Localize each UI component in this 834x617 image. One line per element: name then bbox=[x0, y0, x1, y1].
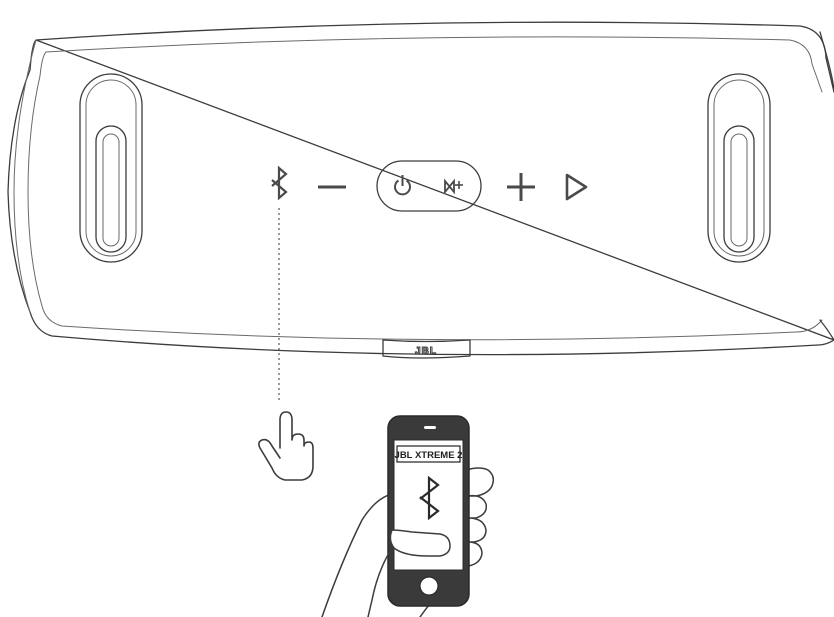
speaker-right-end bbox=[819, 31, 834, 341]
connect-plus-button[interactable] bbox=[444, 178, 463, 195]
hand-holding-phone: JBL XTREME 2 bbox=[321, 415, 495, 617]
speaker: JBL bbox=[7, 21, 834, 359]
power-button[interactable] bbox=[394, 175, 411, 196]
control-panel bbox=[271, 160, 588, 212]
hand-fingers bbox=[465, 467, 495, 567]
device-name-label: JBL XTREME 2 bbox=[395, 450, 463, 461]
bluetooth-icon bbox=[271, 165, 288, 201]
power-icon bbox=[394, 179, 411, 196]
phone-earpiece bbox=[424, 426, 436, 429]
bluetooth-button[interactable] bbox=[271, 165, 288, 201]
connect-plus-icon bbox=[444, 178, 455, 195]
play-button[interactable] bbox=[565, 173, 588, 201]
home-button[interactable] bbox=[419, 576, 439, 596]
left-strap-slot bbox=[79, 73, 143, 263]
jbl-logo-text: JBL bbox=[415, 346, 437, 357]
right-strap-slot bbox=[707, 73, 771, 263]
device-list-item[interactable] bbox=[396, 445, 461, 463]
speaker-inner-contour bbox=[27, 36, 823, 341]
smartphone: JBL XTREME 2 bbox=[387, 415, 470, 607]
speaker-body bbox=[7, 21, 834, 356]
pressing-finger-icon bbox=[258, 411, 314, 481]
jbl-logo-badge: JBL bbox=[382, 339, 471, 359]
bluetooth-icon bbox=[419, 475, 440, 521]
play-icon bbox=[565, 173, 588, 201]
volume-up-button[interactable] bbox=[507, 173, 535, 201]
hand-thumb bbox=[389, 529, 451, 557]
speaker-left-end bbox=[13, 39, 37, 313]
power-connect-pill bbox=[376, 160, 482, 212]
